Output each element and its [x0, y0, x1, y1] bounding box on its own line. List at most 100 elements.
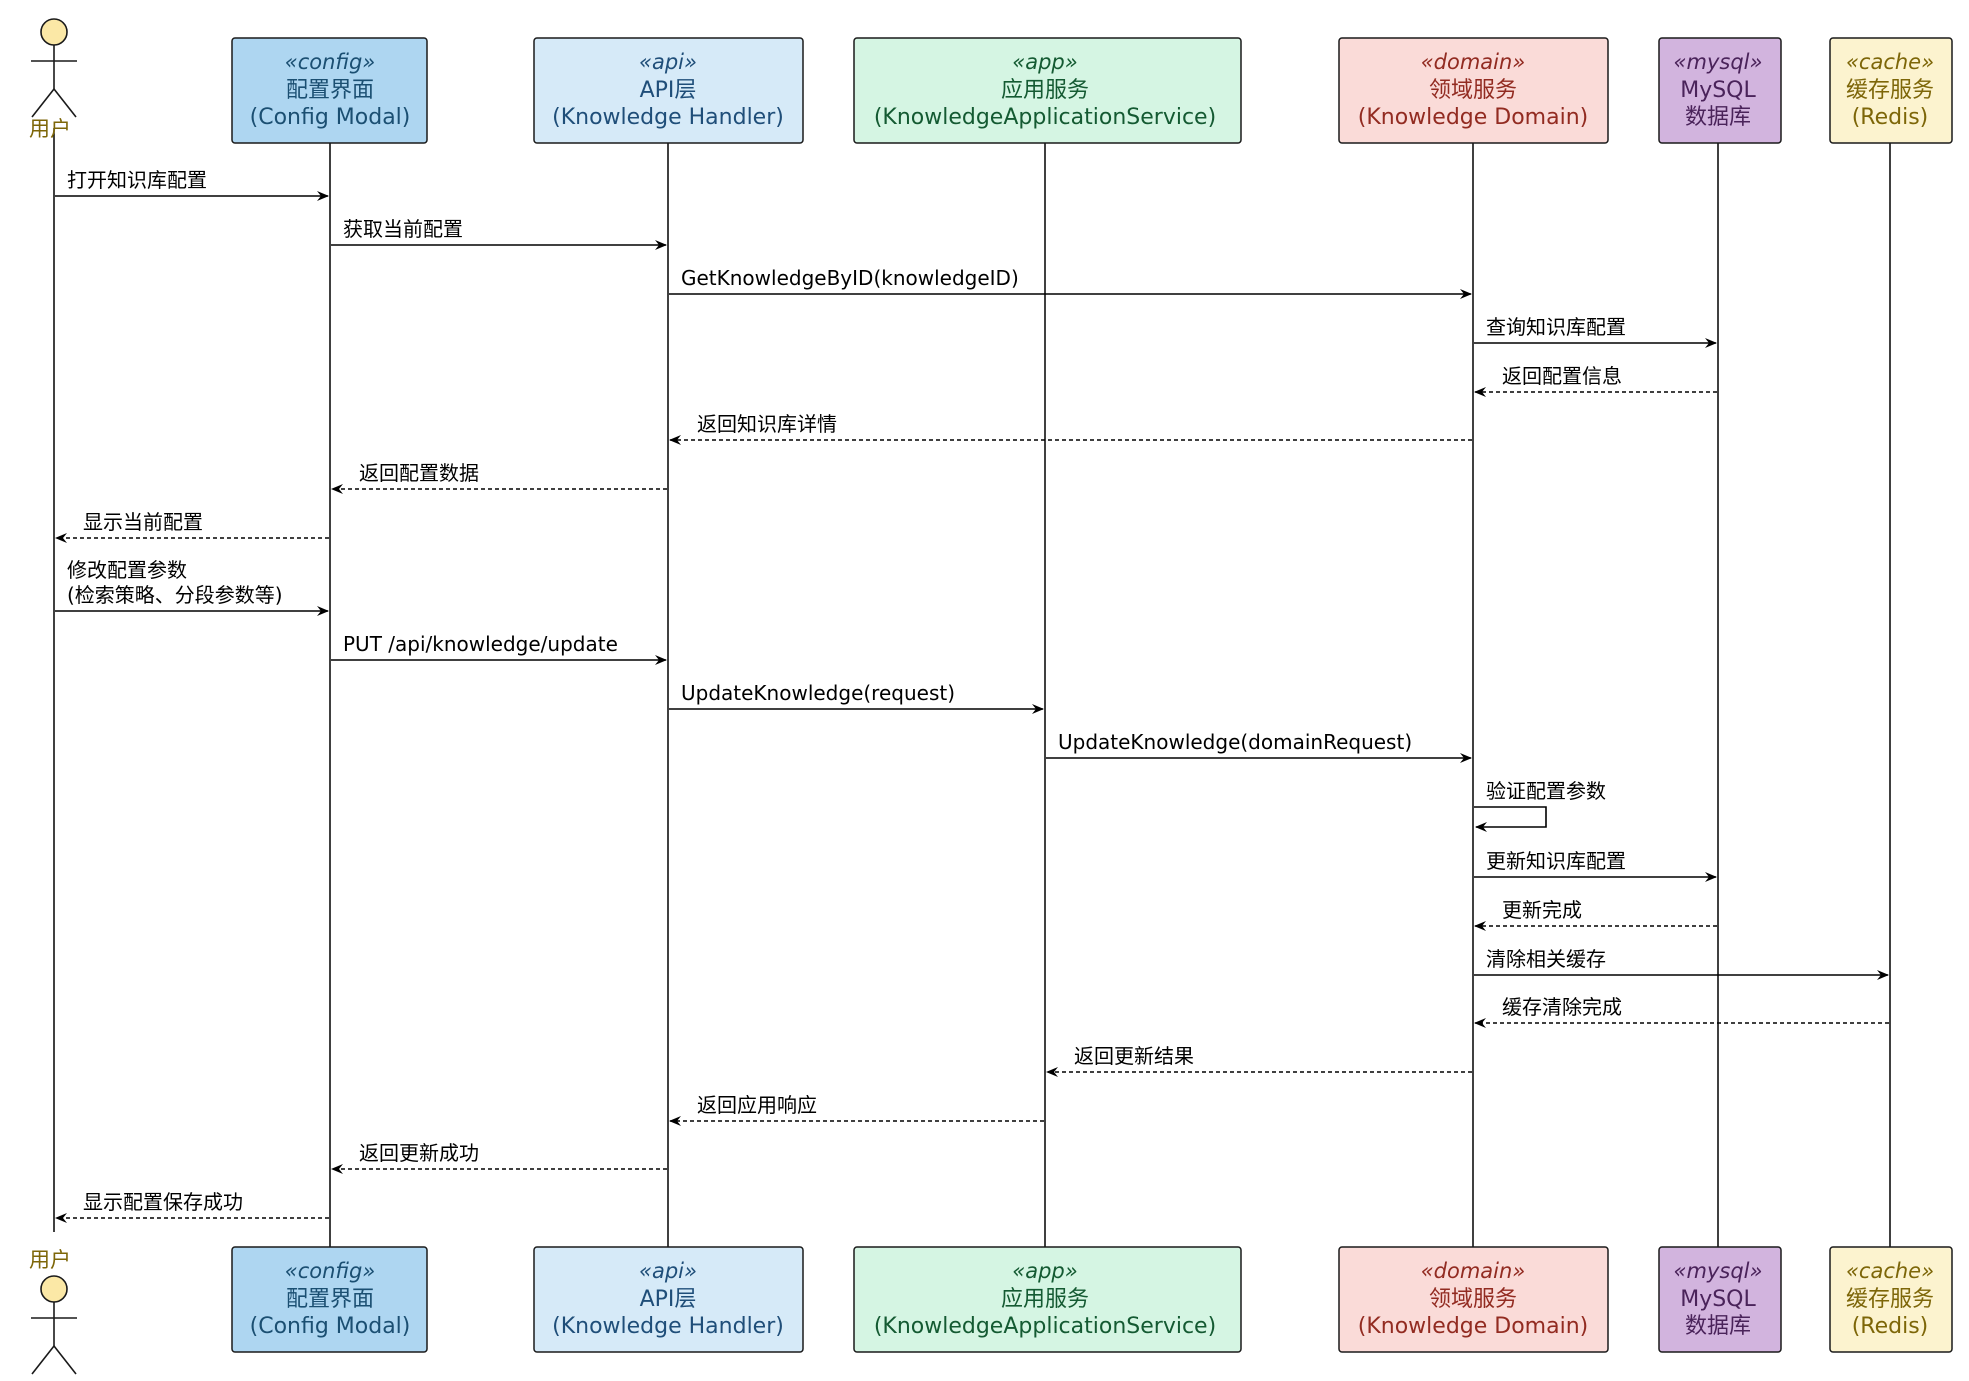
participant-stereotype: «config»: [285, 50, 376, 74]
participant-stereotype: «cache»: [1846, 50, 1934, 74]
participant-subtitle: (Knowledge Domain): [1358, 105, 1588, 130]
participant-cache-top: «cache» 缓存服务(Redis): [1829, 37, 1953, 144]
message-19: 返回应用响应: [669, 1093, 1044, 1126]
participant-name: 缓存服务: [1846, 1287, 1934, 1312]
message-18: 返回更新结果: [1046, 1044, 1472, 1077]
participant-name: MySQL: [1680, 1287, 1756, 1312]
participant-name: 应用服务: [1001, 1287, 1089, 1312]
actor-user-bottom: 用户: [29, 1248, 77, 1375]
message-21: 显示配置保存成功: [55, 1190, 329, 1223]
message-5: 返回配置信息: [1474, 364, 1717, 397]
participant-stereotype: «api»: [639, 50, 697, 74]
actor-label: 用户: [29, 117, 71, 141]
participant-box: [533, 37, 804, 144]
participant-box: [1658, 1246, 1782, 1353]
participant-box: [1338, 37, 1609, 144]
message-7: 返回配置数据: [331, 461, 667, 494]
participant-box: [231, 37, 428, 144]
participant-name: 配置界面: [286, 78, 374, 103]
participant-stereotype: «app»: [1012, 1259, 1077, 1283]
participant-config-top: «config» 配置界面(Config Modal): [231, 37, 428, 144]
message-label: 显示配置保存成功: [83, 1190, 243, 1214]
participant-name: 配置界面: [286, 1287, 374, 1312]
message-label: 获取当前配置: [343, 217, 463, 241]
message-15: 更新完成: [1474, 898, 1717, 931]
participant-subtitle: (Config Modal): [250, 105, 411, 130]
participant-box: [1829, 1246, 1953, 1353]
participant-stereotype: «mysql»: [1674, 1259, 1763, 1283]
participant-name: 领域服务: [1429, 1287, 1517, 1312]
participant-stereotype: «domain»: [1421, 1259, 1526, 1283]
participant-box: [1338, 1246, 1609, 1353]
participant-stereotype: «app»: [1012, 50, 1077, 74]
participant-app-top: «app» 应用服务(KnowledgeApplicationService): [853, 37, 1242, 144]
participant-name: 缓存服务: [1846, 78, 1934, 103]
participant-box: [1658, 37, 1782, 144]
participant-box: [533, 1246, 804, 1353]
message-label: PUT /api/knowledge/update: [343, 632, 618, 656]
participant-app-bottom: «app» 应用服务(KnowledgeApplicationService): [853, 1246, 1242, 1353]
participant-box: [853, 37, 1242, 144]
person-icon: [31, 1275, 77, 1375]
participant-stereotype: «config»: [285, 1259, 376, 1283]
message-20: 返回更新成功: [331, 1141, 667, 1174]
message-label: 修改配置参数: [67, 558, 187, 582]
message-label: 清除相关缓存: [1486, 947, 1606, 971]
message-label: 返回更新结果: [1074, 1044, 1194, 1068]
message-8: 显示当前配置: [55, 510, 329, 543]
participant-stereotype: «api»: [639, 1259, 697, 1283]
message-13: 验证配置参数: [1474, 779, 1606, 832]
message-label: 返回知识库详情: [697, 412, 837, 436]
participant-subtitle: (Knowledge Handler): [552, 105, 784, 130]
participant-config-bottom: «config» 配置界面(Config Modal): [231, 1246, 428, 1353]
participant-subtitle: 数据库: [1685, 105, 1751, 130]
message-arrow: [1474, 806, 1547, 832]
message-label: 显示当前配置: [83, 510, 203, 534]
participant-box: [231, 1246, 428, 1353]
message-label: (检索策略、分段参数等): [67, 583, 283, 607]
participant-subtitle: (Redis): [1852, 1314, 1929, 1339]
participant-subtitle: (Knowledge Domain): [1358, 1314, 1588, 1339]
message-11: UpdateKnowledge(request): [669, 681, 1044, 714]
participant-box: [853, 1246, 1242, 1353]
participant-api-bottom: «api»API层(Knowledge Handler): [533, 1246, 804, 1353]
message-3: GetKnowledgeByID(knowledgeID): [669, 266, 1472, 299]
participant-subtitle: (KnowledgeApplicationService): [874, 1314, 1216, 1339]
participant-subtitle: (Config Modal): [250, 1314, 411, 1339]
person-icon: [31, 18, 77, 118]
message-label: 查询知识库配置: [1486, 315, 1626, 339]
participant-api-top: «api»API层(Knowledge Handler): [533, 37, 804, 144]
participant-subtitle: (Knowledge Handler): [552, 1314, 784, 1339]
participant-name: MySQL: [1680, 78, 1756, 103]
actor-label: 用户: [29, 1248, 71, 1272]
message-label: 缓存清除完成: [1502, 995, 1622, 1019]
message-6: 返回知识库详情: [669, 412, 1472, 445]
message-label: 更新完成: [1502, 898, 1582, 922]
message-label: 返回更新成功: [359, 1141, 479, 1165]
message-16: 清除相关缓存: [1474, 947, 1889, 980]
message-9: 修改配置参数(检索策略、分段参数等): [55, 558, 329, 616]
participant-subtitle: (Redis): [1852, 105, 1929, 130]
message-2: 获取当前配置: [331, 217, 667, 250]
message-label: UpdateKnowledge(domainRequest): [1058, 730, 1412, 754]
participant-name: 领域服务: [1429, 78, 1517, 103]
message-1: 打开知识库配置: [55, 168, 329, 201]
participant-stereotype: «mysql»: [1674, 50, 1763, 74]
participant-name: 应用服务: [1001, 78, 1089, 103]
participant-cache-bottom: «cache»缓存服务(Redis): [1829, 1246, 1953, 1353]
message-4: 查询知识库配置: [1474, 315, 1717, 348]
actor-user-top: 用户: [29, 18, 77, 141]
participant-domain-top: «domain»领域服务(Knowledge Domain): [1338, 37, 1609, 144]
message-label: 返回配置数据: [359, 461, 479, 485]
message-label: 验证配置参数: [1486, 779, 1606, 803]
message-10: PUT /api/knowledge/update: [331, 632, 667, 665]
message-17: 缓存清除完成: [1474, 995, 1889, 1028]
participant-subtitle: (KnowledgeApplicationService): [874, 105, 1216, 130]
message-12: UpdateKnowledge(domainRequest): [1046, 730, 1472, 763]
participant-box: [1829, 37, 1953, 144]
message-label: 更新知识库配置: [1486, 849, 1626, 873]
message-label: UpdateKnowledge(request): [681, 681, 955, 705]
participant-domain-bottom: «domain» 领域服务(Knowledge Domain): [1338, 1246, 1609, 1353]
